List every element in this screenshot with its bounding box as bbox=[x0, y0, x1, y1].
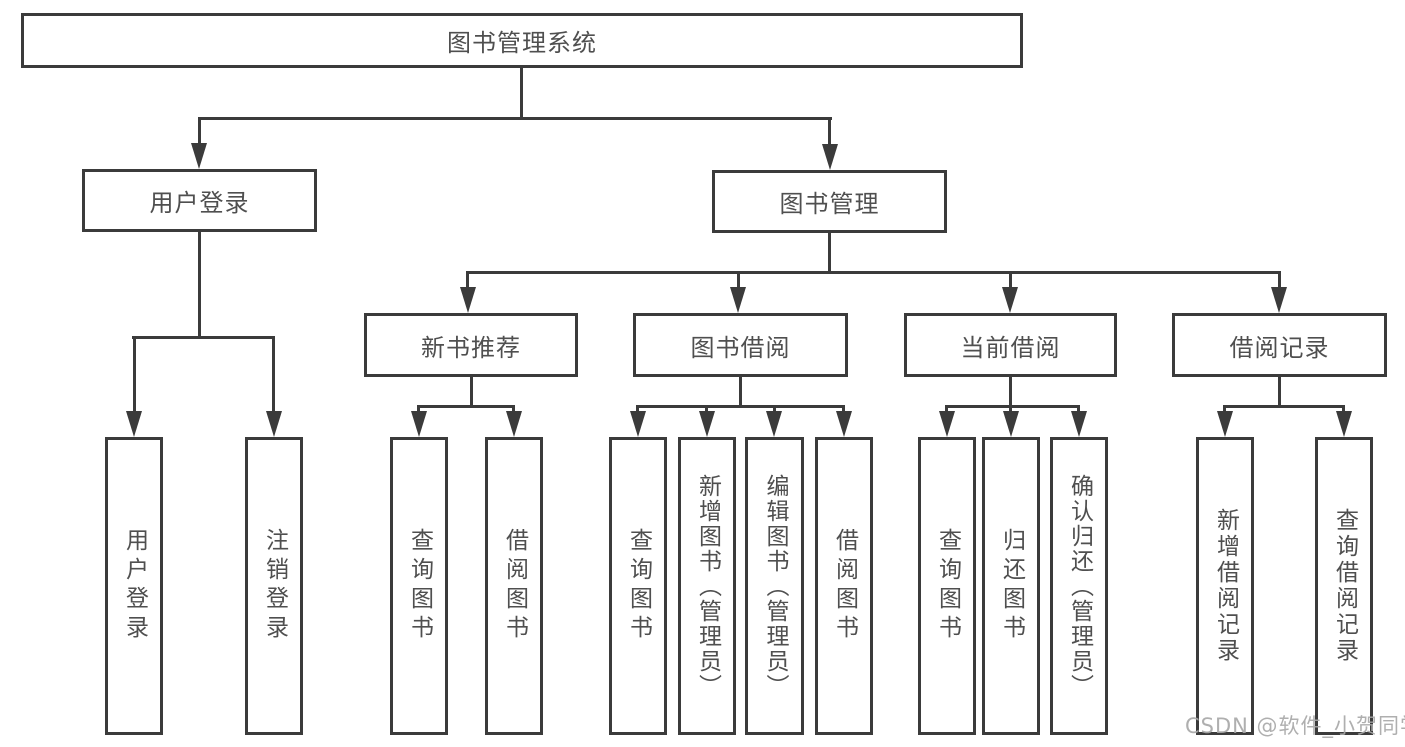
connector-curconfirm-stem bbox=[1077, 405, 1080, 414]
arrowhead-user-icon bbox=[191, 143, 207, 169]
node-leaf-user-login: 用户登录 bbox=[105, 437, 163, 735]
arrowhead-recborrow-icon bbox=[506, 411, 522, 437]
arrowhead-current-icon bbox=[1002, 287, 1018, 313]
node-leaf-rec-borrow: 借阅图书 bbox=[485, 437, 543, 735]
connector-boredit-stem bbox=[773, 405, 776, 414]
arrowhead-mgmt-icon bbox=[822, 144, 838, 170]
node-book-mgmt: 图书管理 bbox=[712, 170, 947, 233]
node-book-borrow: 图书借阅 bbox=[633, 313, 848, 377]
connector-recborrow-stem bbox=[512, 405, 515, 414]
node-leaf-recd-add: 新增借阅记录 bbox=[1196, 437, 1254, 735]
connector-recommend-down bbox=[470, 377, 473, 405]
connector-borrow-stem bbox=[737, 271, 740, 290]
arrowhead-borborrow-icon bbox=[836, 411, 852, 437]
connector-borrow-down bbox=[739, 377, 742, 405]
connector-current-down bbox=[1009, 377, 1012, 405]
connector-recdadd-stem bbox=[1223, 405, 1226, 414]
connector-recommend-stem bbox=[466, 271, 469, 290]
arrowhead-records-icon bbox=[1271, 287, 1287, 313]
node-current-borrow: 当前借阅 bbox=[904, 313, 1117, 377]
connector-mgmt-down bbox=[828, 233, 831, 271]
connector-user-stem bbox=[198, 117, 201, 147]
arrowhead-curconfirm-icon bbox=[1071, 411, 1087, 437]
node-new-books: 新书推荐 bbox=[364, 313, 578, 377]
arrowhead-curreturn-icon bbox=[1003, 411, 1019, 437]
connector-root-stem bbox=[520, 68, 523, 117]
arrowhead-borquery-icon bbox=[630, 411, 646, 437]
connector-mgmt-stem bbox=[828, 117, 831, 148]
node-leaf-cur-confirm: 确认归还（管理员） bbox=[1050, 437, 1108, 735]
arrowhead-boradd-icon bbox=[699, 411, 715, 437]
connector-recdquery-stem bbox=[1342, 405, 1345, 414]
node-leaf-logout: 注销登录 bbox=[245, 437, 303, 735]
connector-userlogin-stem bbox=[133, 336, 136, 414]
connector-borrow-hline bbox=[636, 405, 845, 408]
connector-records-stem bbox=[1278, 271, 1281, 290]
node-leaf-bor-query: 查询图书 bbox=[609, 437, 667, 735]
node-leaf-recd-query: 查询借阅记录 bbox=[1315, 437, 1373, 735]
node-leaf-cur-return: 归还图书 bbox=[982, 437, 1040, 735]
node-borrow-records: 借阅记录 bbox=[1172, 313, 1387, 377]
connector-curquery-stem bbox=[945, 405, 948, 414]
node-leaf-cur-query: 查询图书 bbox=[918, 437, 976, 735]
connector-user-down bbox=[198, 232, 201, 336]
connector-curreturn-stem bbox=[1009, 405, 1012, 414]
arrowhead-userlogin-icon bbox=[126, 411, 142, 437]
connector-boradd-stem bbox=[705, 405, 708, 414]
connector-recquery-stem bbox=[417, 405, 420, 414]
node-user-login: 用户登录 bbox=[82, 169, 317, 232]
connector-logout-stem bbox=[272, 336, 275, 414]
node-leaf-bor-add: 新增图书（管理员） bbox=[678, 437, 736, 735]
arrowhead-boredit-icon bbox=[766, 411, 782, 437]
connector-borborrow-stem bbox=[842, 405, 845, 414]
node-leaf-rec-query: 查询图书 bbox=[390, 437, 448, 735]
connector-root-hline bbox=[198, 117, 832, 120]
connector-current-stem bbox=[1009, 271, 1012, 290]
node-leaf-bor-edit: 编辑图书（管理员） bbox=[745, 437, 804, 735]
node-leaf-bor-borrow: 借阅图书 bbox=[815, 437, 873, 735]
arrowhead-curquery-icon bbox=[939, 411, 955, 437]
connector-borquery-stem bbox=[636, 405, 639, 414]
arrowhead-borrow-icon bbox=[730, 287, 746, 313]
node-root: 图书管理系统 bbox=[21, 13, 1023, 68]
arrowhead-recommend-icon bbox=[460, 287, 476, 313]
connector-records-down bbox=[1278, 377, 1281, 405]
connector-current-hline bbox=[945, 405, 1080, 408]
arrowhead-logout-icon bbox=[266, 411, 282, 437]
arrowhead-recquery-icon bbox=[411, 411, 427, 437]
connector-mgmt-hline bbox=[466, 271, 1280, 274]
arrowhead-recdadd-icon bbox=[1217, 411, 1233, 437]
connector-records-hline bbox=[1223, 405, 1345, 408]
connector-recommend-hline bbox=[417, 405, 515, 408]
connector-user-hline bbox=[132, 336, 275, 339]
arrowhead-recdquery-icon bbox=[1336, 411, 1352, 437]
